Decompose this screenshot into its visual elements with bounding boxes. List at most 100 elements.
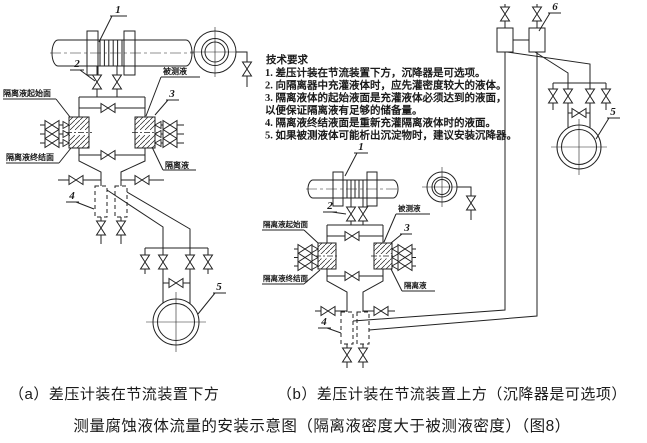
flow-arrow-icon — [311, 253, 319, 262]
valve-icon — [134, 175, 150, 185]
valve-icon — [397, 261, 413, 271]
valve-icon — [532, 6, 542, 22]
fill-lines-b — [294, 244, 416, 271]
tech-requirements: 技术要求 1. 差压计装在节流装置下方，沉降器是可选项。 2. 向隔离器中充灌液… — [265, 53, 517, 142]
sediment-traps-a — [58, 155, 164, 244]
valve-icon — [44, 138, 60, 148]
gauge-manifold-a — [140, 247, 213, 304]
gauge-leads-b — [506, 51, 591, 83]
valve-icon — [44, 129, 60, 139]
valve-icon — [500, 6, 510, 22]
part-number: 2 — [326, 200, 333, 212]
label-iso-end: 隔离液终结面 — [263, 273, 308, 283]
part-number: 6 — [552, 1, 558, 13]
tech-line: 以便保证隔离液有足够的储备量。 — [265, 104, 423, 117]
flow-arrow-icon — [62, 121, 70, 129]
settler — [496, 27, 514, 53]
sediment-trap — [340, 311, 354, 345]
flow-arrow-icon — [391, 262, 399, 270]
valve-icon — [242, 61, 252, 77]
valve-icon — [297, 261, 313, 271]
valve-icon — [585, 88, 595, 104]
flange — [332, 171, 344, 207]
valve-icon — [373, 306, 389, 316]
flow-arrow-icon — [154, 121, 162, 129]
flow-arrow-icon — [154, 139, 162, 147]
valve-icon — [548, 88, 558, 104]
equalizer-valve-icon — [571, 108, 587, 118]
diagram-b: 1 2 隔离液起始面 隔离液终结面 被测液 3 隔离液 4 5 6 — [262, 1, 620, 368]
tech-line: 1. 差压计装在节流装置下方，沉降器是可选项。 — [265, 66, 486, 79]
valve-icon — [44, 120, 60, 130]
tech-line: 4. 隔离液终结液面是重新充灌隔离液体时的液面。 — [265, 116, 496, 129]
flow-arrow-icon — [391, 253, 399, 262]
fill-lines-a — [40, 120, 184, 148]
settler — [528, 27, 546, 53]
part-number: 4 — [320, 316, 327, 328]
label-measured: 被测液 — [398, 203, 421, 213]
valve-icon — [397, 252, 413, 263]
isolator-body-b — [315, 224, 395, 281]
valve-icon — [112, 74, 122, 90]
part-number: 3 — [403, 222, 410, 234]
tech-line: 3. 隔离液体的起始液面是充灌液体必须达到的液面， — [265, 91, 507, 104]
impulse-risers-b — [352, 52, 538, 331]
sediment-traps-b — [315, 276, 395, 368]
valve-icon — [162, 120, 178, 130]
caption-a: （a）差压计装在节流装置下方 — [9, 386, 219, 403]
valve-icon — [100, 150, 116, 160]
valve-icon — [140, 254, 150, 270]
dp-gauge-a — [146, 292, 206, 352]
part-number: 1 — [115, 4, 121, 16]
part-number: 5 — [216, 281, 222, 293]
part-number: 1 — [358, 141, 364, 153]
pipe-top-view-b — [422, 167, 476, 220]
valve-icon — [346, 206, 356, 222]
equalizer-valve-icon — [168, 278, 184, 288]
valve-icon — [397, 244, 413, 254]
valve-icon — [100, 103, 116, 113]
valve-icon — [601, 88, 611, 104]
flange — [123, 30, 136, 76]
label-isolation: 隔离液 — [404, 280, 427, 290]
labels-b: 1 2 隔离液起始面 隔离液终结面 被测液 3 隔离液 4 5 6 — [262, 1, 620, 334]
dp-gauge-b — [551, 119, 607, 175]
part-number: 2 — [73, 58, 80, 70]
flange — [366, 171, 378, 207]
valve-icon — [358, 347, 368, 363]
valve-icon — [297, 244, 313, 254]
tech-line: 5. 如果被测液体可能析出沉淀物时，建议安装沉降器。 — [265, 129, 517, 142]
sediment-trap — [356, 311, 370, 345]
flow-arrow-icon — [391, 245, 399, 253]
valve-icon — [320, 306, 336, 316]
flow-arrow-icon — [154, 130, 162, 138]
flow-arrow-icon — [62, 130, 70, 138]
valve-icon — [342, 347, 352, 363]
gauge-manifold-b — [548, 82, 611, 128]
valve-icon — [358, 206, 368, 222]
part-number: 5 — [610, 106, 616, 118]
valve-icon — [185, 254, 195, 270]
valve-icon — [563, 88, 573, 104]
diagram-a: 1 2 隔离液起始面 隔离液终结面 被测液 3 隔离液 4 5 — [3, 4, 252, 352]
label-iso-start: 隔离液起始面 — [263, 219, 308, 229]
sediment-trap — [94, 185, 108, 218]
throttle-device-a — [50, 30, 194, 76]
valve-icon — [344, 271, 360, 281]
label-isolation: 隔离液 — [165, 160, 189, 170]
valve-icon — [297, 252, 313, 263]
tech-heading: 技术要求 — [266, 53, 308, 66]
valve-icon — [96, 220, 106, 236]
caption-b: （b）差压计装在节流装置上方（沉降器是可选项） — [277, 386, 627, 403]
caption-main: 测量腐蚀液体流量的安装示意图（隔离液密度大于被测液密度）（图8） — [73, 416, 570, 435]
impulse-lines-a — [106, 189, 191, 248]
label-measured: 被测液 — [163, 66, 187, 76]
throttle-device-b — [306, 171, 400, 207]
labels-a: 1 2 隔离液起始面 隔离液终结面 被测液 3 隔离液 4 5 — [3, 4, 226, 315]
valve-icon — [158, 254, 168, 270]
flow-arrow-icon — [62, 139, 70, 147]
part-number: 4 — [68, 190, 75, 202]
valve-icon — [116, 220, 126, 236]
